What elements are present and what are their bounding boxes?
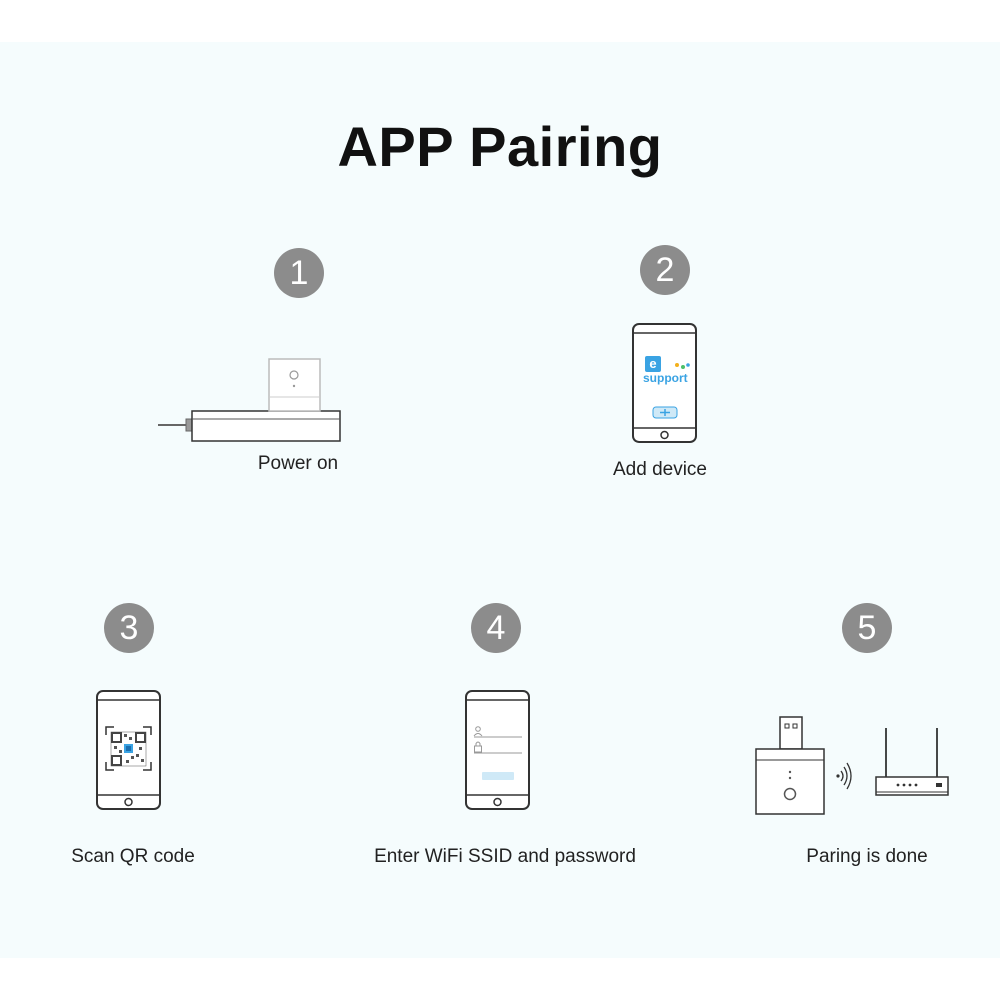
phone-icon	[632, 323, 697, 443]
phone-qr-icon	[96, 690, 161, 810]
step-5-caption: Paring is done	[806, 846, 928, 867]
step-2-badge: 2	[640, 245, 690, 295]
phone-login-icon	[465, 690, 530, 810]
pairing-complete-illustration	[755, 716, 949, 815]
step-1-caption: Power on	[257, 453, 339, 474]
app-logo-tile: e	[645, 356, 661, 372]
step-5-badge: 5	[842, 603, 892, 653]
diagram-panel	[0, 42, 1000, 958]
step-1-badge: 1	[274, 248, 324, 298]
page-title: APP Pairing	[337, 115, 663, 178]
step-2-caption: Add device	[612, 459, 707, 480]
app-logo-word: support	[643, 371, 688, 385]
step-3-caption: Scan QR code	[71, 846, 195, 867]
step-3-badge: 3	[104, 603, 154, 653]
power-strip-icon	[158, 358, 341, 442]
step-4-caption: Enter WiFi SSID and password	[374, 846, 636, 867]
step-4-badge: 4	[471, 603, 521, 653]
